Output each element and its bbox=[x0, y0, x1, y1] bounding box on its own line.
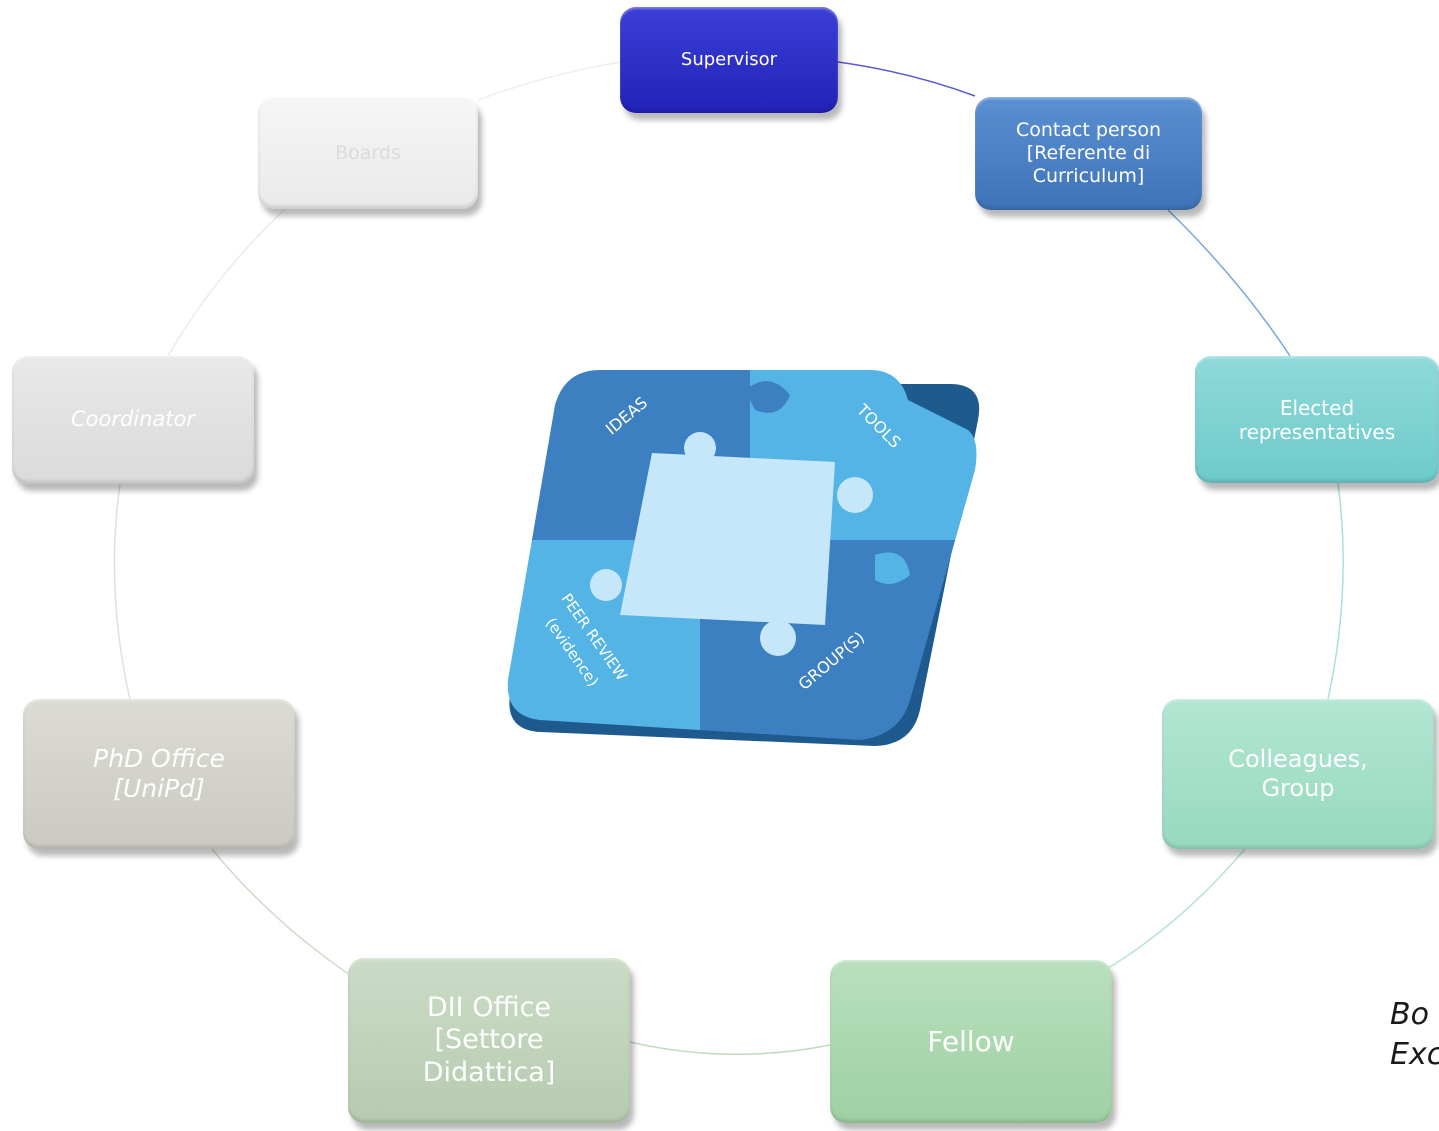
puzzle-center: IDEAS TOOLS PEER REVIEW (evidence) GROUP… bbox=[507, 370, 980, 746]
connector-colleagues-fellow bbox=[1104, 848, 1246, 971]
connector-supervisor-contact bbox=[837, 61, 976, 97]
node-colleagues-group: Colleagues, Group bbox=[1162, 699, 1434, 849]
node-coordinator: Coordinator bbox=[12, 356, 254, 484]
puzzle-knob-right bbox=[837, 477, 873, 513]
connector-dii-phd bbox=[211, 848, 351, 976]
puzzle-knob-left bbox=[590, 569, 622, 601]
side-text-line-1: Bo bbox=[1390, 997, 1429, 1032]
node-contact-person: Contact person [Referente di Curriculum] bbox=[975, 97, 1202, 210]
puzzle-tab-top bbox=[745, 381, 790, 413]
node-elected-representatives: Elected representatives bbox=[1195, 356, 1439, 483]
node-dii-office: DII Office [Settore Didattica] bbox=[348, 958, 630, 1123]
puzzle-tab-left bbox=[550, 494, 590, 526]
node-boards: Boards bbox=[258, 97, 478, 209]
node-fellow: Fellow bbox=[830, 960, 1112, 1123]
puzzle-knob-top bbox=[684, 432, 716, 464]
puzzle-center-piece bbox=[620, 453, 835, 625]
connector-contact-elected bbox=[1167, 209, 1291, 357]
connector-phd-coordinator bbox=[113, 483, 131, 700]
node-phd-office: PhD Office [UniPd] bbox=[23, 699, 295, 849]
side-text-line-2: Exc bbox=[1390, 1037, 1439, 1072]
connector-elected-colleagues bbox=[1327, 482, 1344, 700]
node-supervisor: Supervisor bbox=[620, 7, 838, 113]
puzzle-tab-right bbox=[875, 552, 910, 584]
puzzle-knob-bottom bbox=[760, 620, 796, 656]
side-text-clipped: Bo Exc bbox=[1390, 995, 1439, 1075]
connector-coordinator-boards bbox=[167, 208, 286, 357]
connector-boards-supervisor bbox=[477, 61, 621, 101]
connector-fellow-dii bbox=[629, 1041, 831, 1056]
